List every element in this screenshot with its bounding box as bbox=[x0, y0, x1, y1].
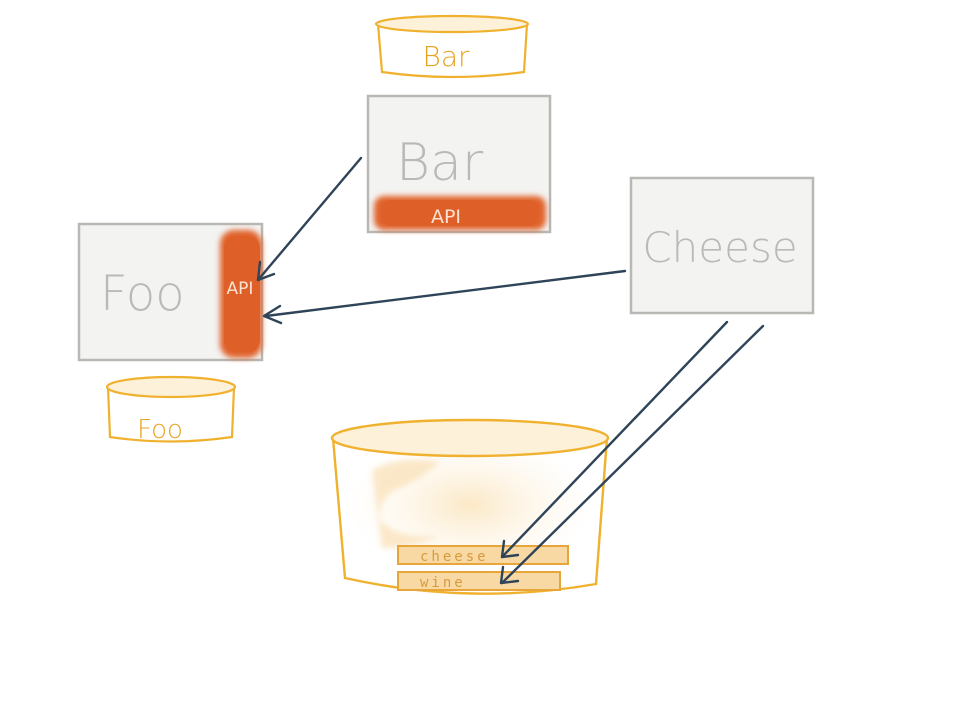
wine-table-label: wine bbox=[420, 575, 466, 591]
cheese-table-label: cheese bbox=[420, 549, 489, 565]
foo-api: API bbox=[220, 230, 262, 358]
bar-database-body bbox=[376, 22, 529, 79]
foo-service-title: Foo bbox=[100, 266, 185, 322]
arrow-cheese-to-foo-api bbox=[262, 269, 627, 325]
cheese-service-box bbox=[629, 176, 815, 315]
wine-table: wine bbox=[397, 571, 561, 591]
shared-database-body bbox=[331, 436, 609, 595]
bar-database-label: Bar bbox=[422, 40, 469, 73]
bar-database: Bar bbox=[374, 14, 530, 79]
shared-database-top bbox=[330, 418, 610, 458]
cheese-service-title: Cheese bbox=[642, 223, 797, 272]
foo-service: Foo API bbox=[77, 222, 264, 362]
cheese-table: cheese bbox=[397, 545, 569, 565]
bar-api-label: API bbox=[431, 206, 461, 228]
arrow-cheese-to-cheese-table bbox=[500, 320, 729, 559]
arrows bbox=[256, 156, 765, 585]
foo-database-top bbox=[105, 375, 237, 399]
foo-database-label: Foo bbox=[137, 415, 183, 445]
arrow-cheese-to-wine-table bbox=[499, 324, 765, 585]
foo-database-body bbox=[106, 385, 236, 443]
shared-database: cheese wine bbox=[330, 418, 610, 595]
foo-api-label: API bbox=[227, 279, 254, 299]
bar-database-top bbox=[374, 14, 530, 34]
bar-service-title: Bar bbox=[396, 133, 484, 193]
foo-database: Foo bbox=[105, 375, 237, 445]
bar-api: API bbox=[374, 196, 546, 230]
arrow-bar-to-foo-api bbox=[256, 156, 363, 282]
bar-service: Bar API bbox=[366, 94, 552, 234]
cheese-service: Cheese bbox=[629, 176, 815, 315]
